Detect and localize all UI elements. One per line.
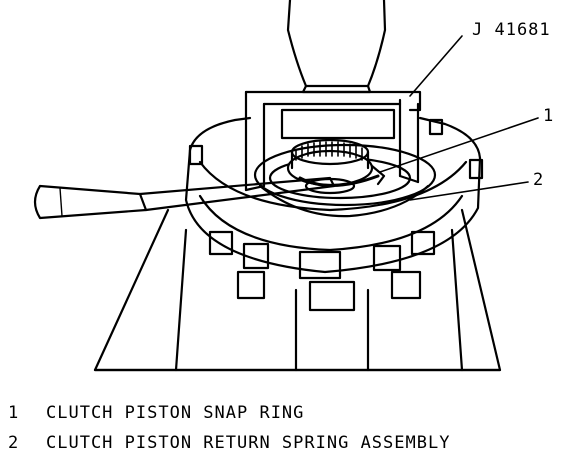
callout-1: 1 xyxy=(543,106,555,126)
callout-2: 2 xyxy=(533,170,545,190)
legend-item: 1 CLUTCH PISTON SNAP RING xyxy=(8,403,304,423)
leader-2 xyxy=(409,181,529,201)
fixture-base xyxy=(93,208,502,372)
legend-text: CLUTCH PISTON SNAP RING xyxy=(46,403,305,423)
legend-item: 2 CLUTCH PISTON RETURN SPRING ASSEMBLY xyxy=(8,433,450,453)
compressor-fixture xyxy=(244,90,422,192)
leader-lines xyxy=(379,35,539,201)
leader-1 xyxy=(379,117,539,173)
clutch-piston-diagram xyxy=(33,0,539,372)
legend-number: 1 xyxy=(8,403,20,423)
clutch-housing xyxy=(184,116,484,312)
press-ram xyxy=(286,0,387,94)
tool-number-label: J 41681 xyxy=(472,20,551,40)
legend-text: CLUTCH PISTON RETURN SPRING ASSEMBLY xyxy=(46,433,451,453)
screwdriver xyxy=(33,176,336,220)
leader-tool xyxy=(409,35,463,97)
splined-hub xyxy=(286,138,374,195)
legend-number: 2 xyxy=(8,433,20,453)
